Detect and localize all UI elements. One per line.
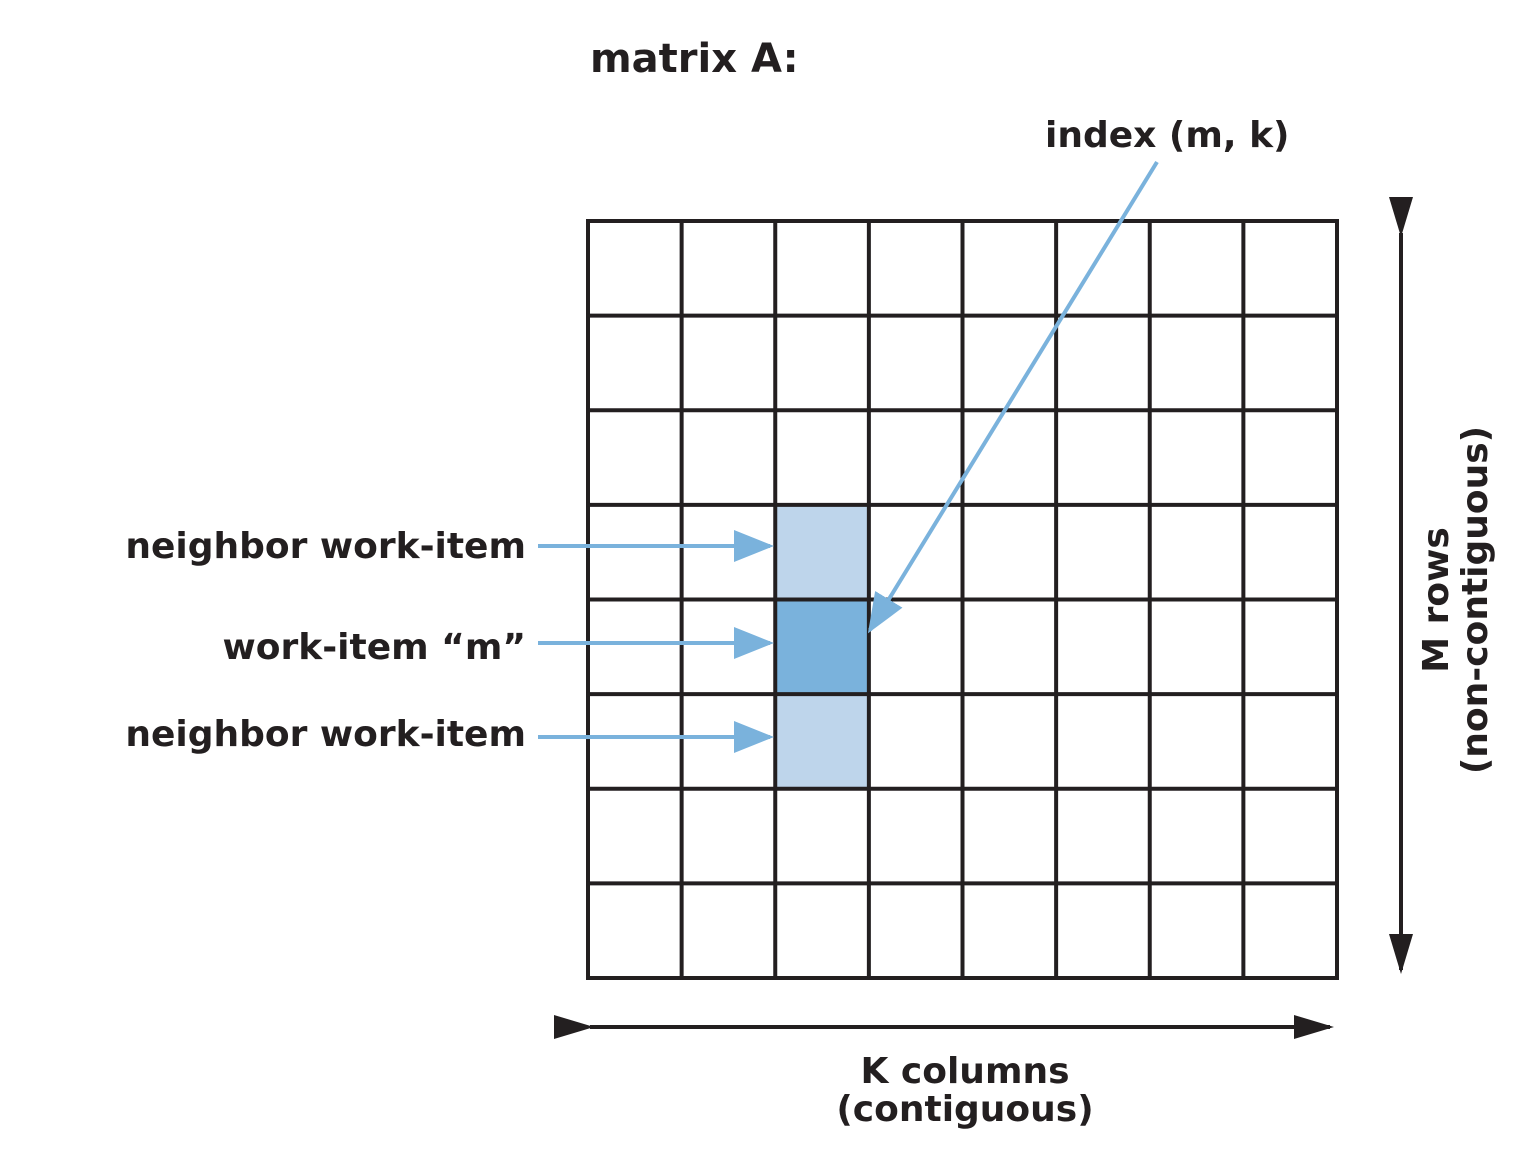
- neighbor-cell: [775, 504, 869, 600]
- neighbor-cell: [775, 694, 869, 789]
- neighbor-below-label: neighbor work-item: [125, 714, 526, 755]
- neighbor-above-label: neighbor work-item: [125, 526, 526, 567]
- index-label: index (m, k): [1045, 115, 1289, 156]
- matrix-grid-cells: [775, 504, 869, 789]
- diagram-title: matrix A:: [590, 36, 799, 82]
- rows-label-line2: (non-contiguous): [1455, 426, 1496, 774]
- matrix-grid-lines: [586, 219, 1339, 980]
- columns-label-line1: K columns: [860, 1051, 1069, 1092]
- work-item-label: work-item “m”: [223, 627, 526, 668]
- columns-label-line2: (contiguous): [836, 1089, 1093, 1130]
- rows-label-line1: M rows: [1416, 527, 1457, 673]
- index-arrow: [867, 160, 1159, 634]
- work-item-cell: [775, 599, 869, 695]
